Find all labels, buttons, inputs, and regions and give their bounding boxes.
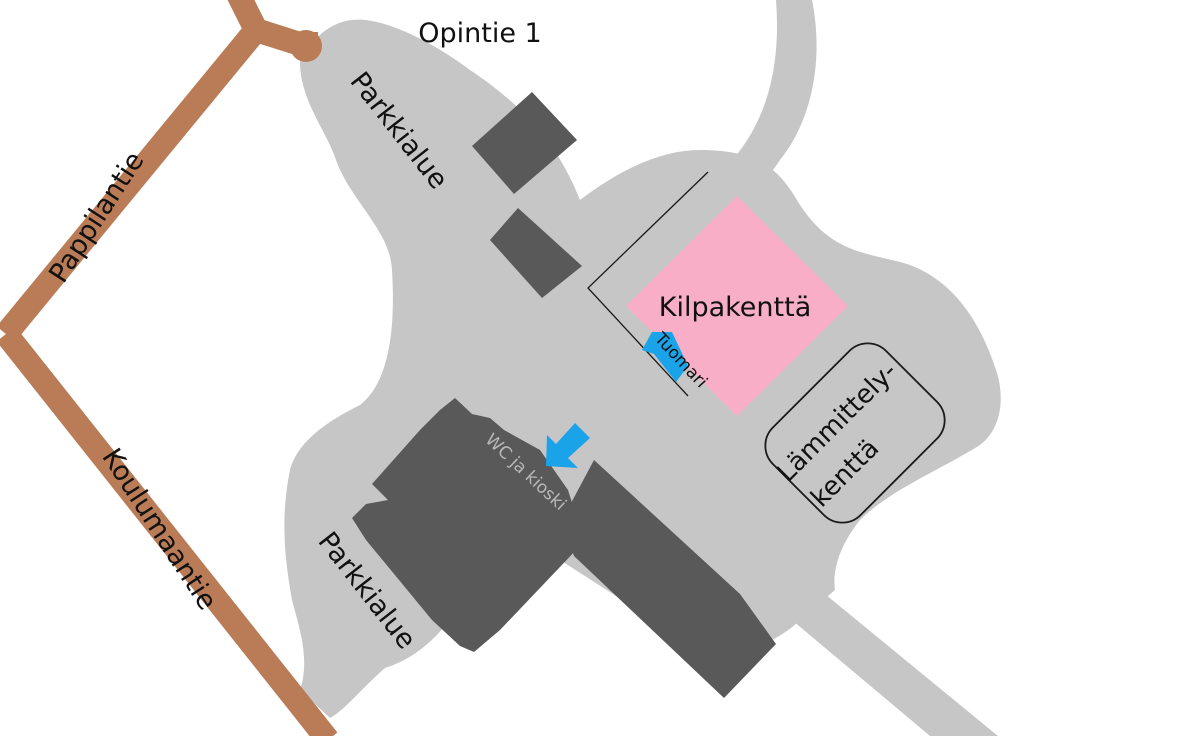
buildings [352, 92, 776, 698]
arrow-down-left-icon [546, 423, 590, 468]
roads [0, 0, 338, 736]
field-boundary-line [587, 171, 709, 397]
label-address: Opintie 1 [418, 18, 541, 49]
label-competition-field: Kilpakenttä [659, 292, 812, 323]
label-road-pappilantie: Pappilantie [43, 146, 150, 288]
judge-area [642, 332, 688, 382]
road-pappilantie-west [0, 22, 266, 342]
road-end-cap [290, 30, 322, 62]
warmup-field [764, 342, 946, 524]
building-main-hall [352, 398, 578, 652]
service-road-north [728, 0, 817, 190]
building-wing [562, 460, 776, 698]
label-road-koulumaantie: Koulumaantie [96, 443, 223, 616]
service-road-southeast [780, 590, 998, 736]
road-koulumaantie [0, 326, 338, 736]
building-north-2 [490, 208, 582, 298]
building-north-1 [472, 92, 577, 194]
